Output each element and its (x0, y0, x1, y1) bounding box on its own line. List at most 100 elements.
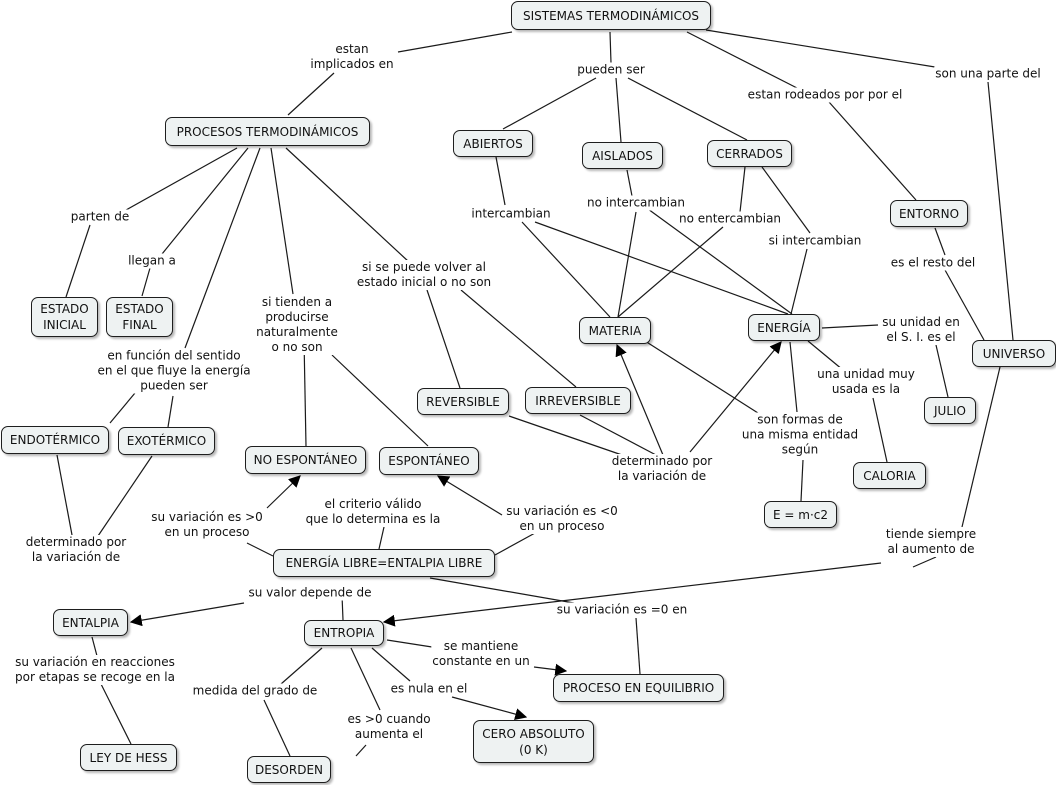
connector-line (579, 414, 657, 456)
connector-line (987, 81, 1014, 341)
connector-line (934, 227, 946, 256)
node-entropia[interactable]: ENTROPIA (304, 620, 384, 646)
link-label-llegan-a: llegan a (127, 253, 177, 269)
link-label-se-mantiene: se mantiene constante en un (431, 639, 531, 669)
connector-line (397, 31, 513, 53)
node-e-mc2[interactable]: E = m·c2 (764, 501, 837, 528)
connector-line (617, 211, 637, 318)
link-label-unidad-usada: una unidad muy usada es la (816, 367, 916, 397)
connector-line (280, 647, 323, 685)
connector-line (790, 248, 808, 315)
connector-line (627, 77, 748, 141)
connector-line (270, 147, 294, 295)
connector-line (56, 454, 73, 536)
connector-line (617, 226, 724, 318)
link-label-no-intercambian: no intercambian (585, 195, 687, 211)
connector-line (355, 744, 367, 757)
link-label-estan-rodeados: estan rodeados por por el (746, 87, 904, 103)
node-endotermico[interactable]: ENDOTÉRMICO (1, 426, 109, 454)
node-desorden[interactable]: DESORDEN (247, 756, 331, 783)
connector-line (912, 556, 937, 568)
connector-line (285, 147, 410, 263)
link-label-variacion-menor: su variación es <0 en un proceso (505, 504, 619, 534)
connector-line (935, 344, 949, 398)
connector-line (386, 639, 433, 648)
connector-line (141, 267, 151, 297)
node-aislados[interactable]: AISLADOS (582, 142, 663, 169)
arrow-connector (451, 696, 528, 720)
node-reversible[interactable]: REVERSIBLE (417, 388, 509, 415)
connector-line (495, 156, 506, 206)
node-estado-final[interactable]: ESTADO FINAL (106, 297, 173, 337)
arrow-connector (533, 663, 568, 676)
link-label-parten-de: parten de (69, 209, 131, 225)
node-sistemas-termodinamicos[interactable]: SISTEMAS TERMODINÁMICOS (511, 1, 711, 30)
link-label-intercambian: intercambian (470, 206, 552, 222)
node-ley-de-hess[interactable]: LEY DE HESS (80, 744, 177, 771)
node-irreversible[interactable]: IRREVERSIBLE (525, 387, 631, 414)
node-estado-inicial[interactable]: ESTADO INICIAL (31, 297, 98, 337)
link-label-si-tienden: si tienden a producirse naturalmente o n… (255, 295, 339, 355)
node-exotermico[interactable]: EXOTÉRMICO (118, 427, 215, 455)
connector-line (350, 647, 381, 711)
connector-line (371, 647, 411, 682)
link-label-determinado-variacion-2: determinado por la variación de (24, 535, 128, 565)
connector-line (331, 354, 429, 447)
node-entorno[interactable]: ENTORNO (890, 200, 968, 227)
connector-line (534, 221, 789, 315)
connector-line (109, 392, 136, 424)
arrow-connector (129, 602, 245, 627)
connector-line (460, 289, 577, 388)
connector-line (705, 29, 936, 68)
connector-line (161, 147, 249, 255)
link-label-criterio: el criterio válido que lo determina es l… (304, 497, 442, 527)
node-espontaneo[interactable]: ESPONTÁNEO (379, 447, 479, 475)
connector-line (91, 636, 98, 657)
node-julio[interactable]: JULIO (924, 397, 976, 424)
node-procesos-termodinamicos[interactable]: PROCESOS TERMODINÁMICOS (165, 117, 370, 146)
link-label-variacion-cero: su variación es =0 en (555, 602, 689, 618)
node-cero-absoluto[interactable]: CERO ABSOLUTO (0 K) (473, 720, 594, 763)
connector-line (494, 532, 536, 556)
connector-line (615, 77, 622, 143)
connector-line (303, 338, 307, 447)
connector-line (789, 341, 798, 413)
link-label-valor-depende: su valor depende de (247, 585, 373, 601)
node-universo[interactable]: UNIVERSO (972, 340, 1056, 367)
connector-line (686, 31, 800, 90)
link-label-determinado-variacion-1: determinado por la variación de (610, 454, 714, 484)
node-proceso-equilibrio[interactable]: PROCESO EN EQUILIBRIO (553, 674, 724, 702)
link-label-si-se-puede: si se puede volver al estado inicial o n… (355, 260, 493, 290)
link-label-variacion-mayor: su variación es >0 en un proceso (150, 510, 264, 540)
connector-line (807, 340, 844, 371)
connector-line (378, 526, 385, 550)
link-label-es-mayor-cero: es >0 cuando aumenta el (346, 712, 432, 742)
node-energia[interactable]: ENERGÍA (748, 314, 820, 341)
connector-line (609, 31, 612, 64)
arrow-connector (436, 475, 503, 516)
connector-line (287, 72, 335, 116)
node-materia[interactable]: MATERIA (579, 317, 651, 344)
connector-line (508, 415, 623, 456)
connector-line (739, 166, 746, 213)
link-label-variacion-etapas: su variación en reacciones por etapas se… (14, 655, 176, 685)
link-label-es-nula: es nula en el (389, 681, 469, 697)
connector-line (263, 699, 291, 757)
connector-line (961, 366, 1001, 528)
node-energia-libre[interactable]: ENERGÍA LIBRE=ENTALPIA LIBRE (273, 549, 495, 577)
connector-line (100, 683, 132, 745)
node-no-espontaneo[interactable]: NO ESPONTÁNEO (245, 446, 366, 474)
node-abiertos[interactable]: ABIERTOS (453, 130, 533, 157)
link-label-es-resto: es el resto del (889, 255, 977, 271)
node-entalpia[interactable]: ENTALPIA (53, 609, 128, 636)
connector-line (521, 221, 611, 318)
node-caloria[interactable]: CALORIA (853, 462, 926, 489)
connector-line (828, 101, 917, 201)
link-label-unidad-si: su unidad en el S. I. es el (881, 315, 961, 345)
node-cerrados[interactable]: CERRADOS (707, 140, 792, 167)
connector-line (65, 224, 91, 298)
connector-line (635, 617, 641, 675)
link-label-pueden-ser: pueden ser (576, 62, 646, 78)
connector-line (502, 77, 597, 130)
